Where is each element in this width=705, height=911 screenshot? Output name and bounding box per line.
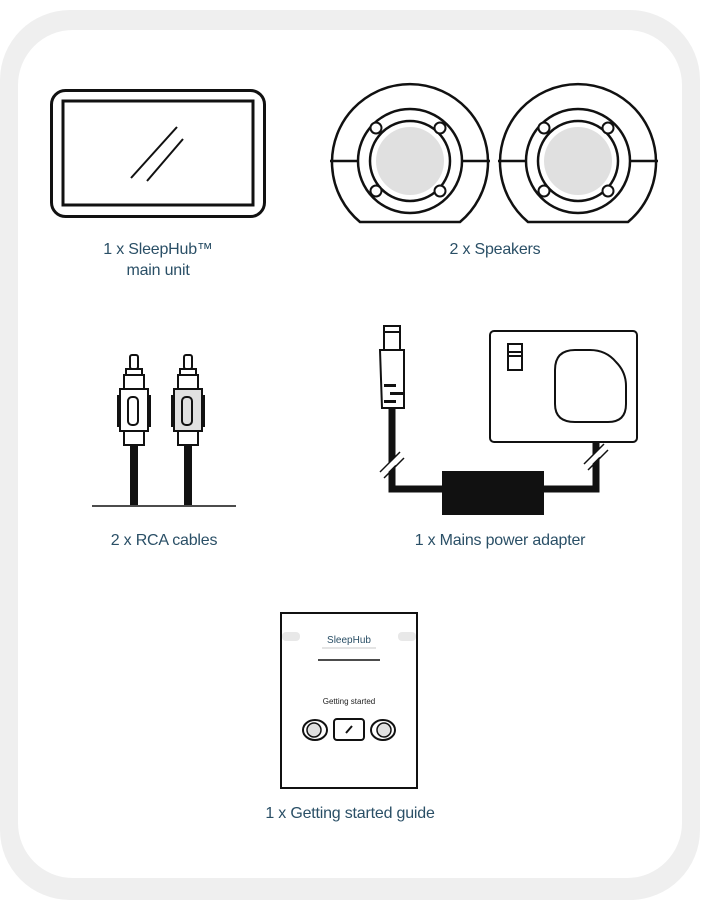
speakers-label: 2 x Speakers	[449, 241, 541, 258]
main-unit-label: 1 x SleepHub™ main unit	[103, 241, 213, 279]
speaker-icon-left	[330, 82, 490, 224]
power-adapter-label: 1 x Mains power adapter	[414, 532, 586, 549]
booklet-icon	[280, 612, 418, 789]
rca-cables-label: 2 x RCA cables	[110, 532, 218, 549]
speaker-icon-right	[498, 82, 658, 224]
rca-cable-icon	[92, 354, 236, 507]
guide-brand: SleepHub	[327, 635, 371, 646]
guide-title: Getting started	[322, 697, 376, 706]
guide-label: 1 x Getting started guide	[265, 805, 435, 822]
tablet-screen-icon	[50, 89, 266, 218]
power-adapter-icon	[378, 325, 638, 515]
